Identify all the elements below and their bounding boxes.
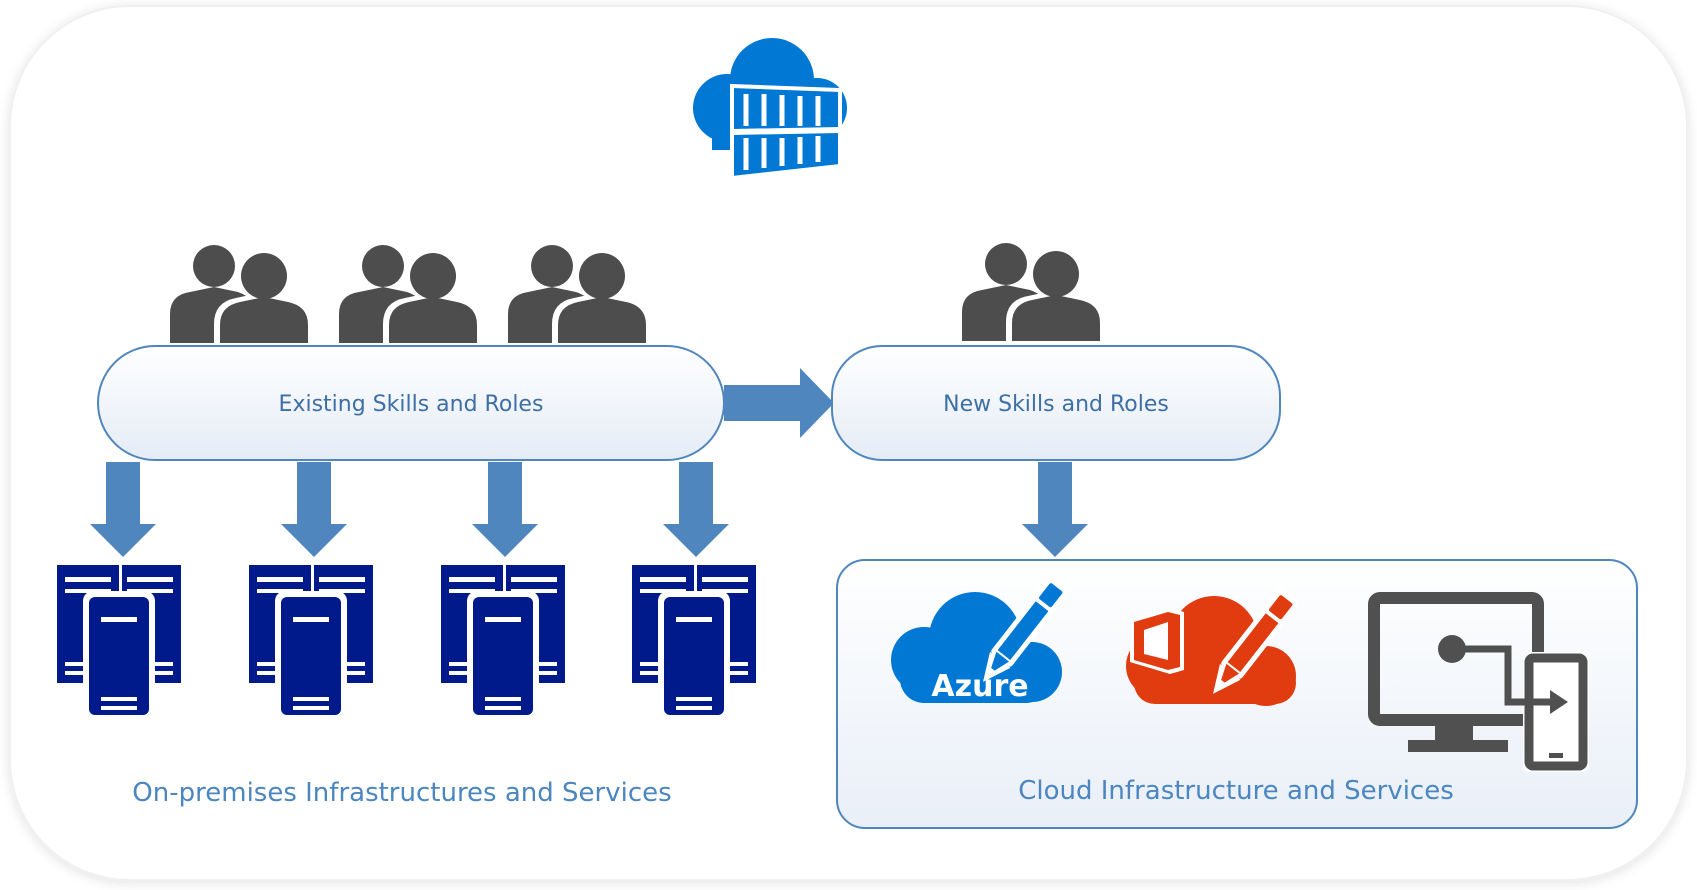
office-cloud-edit-icon — [1126, 587, 1300, 706]
existing-skills-label: Existing Skills and Roles — [279, 392, 544, 417]
transition-arrow — [724, 368, 834, 438]
cloud-datacenter-icon — [693, 38, 847, 181]
onprem-label: On-premises Infrastructures and Services — [132, 778, 671, 808]
azure-logo-text: Azure — [931, 669, 1028, 704]
new-skills-label: New Skills and Roles — [943, 392, 1169, 417]
cloud-label: Cloud Infrastructure and Services — [1018, 776, 1454, 806]
new-skills-pill — [831, 345, 1281, 461]
remote-desktop-devices-icon — [1368, 592, 1589, 772]
azure-cloud-edit-icon: Azure — [891, 575, 1070, 704]
